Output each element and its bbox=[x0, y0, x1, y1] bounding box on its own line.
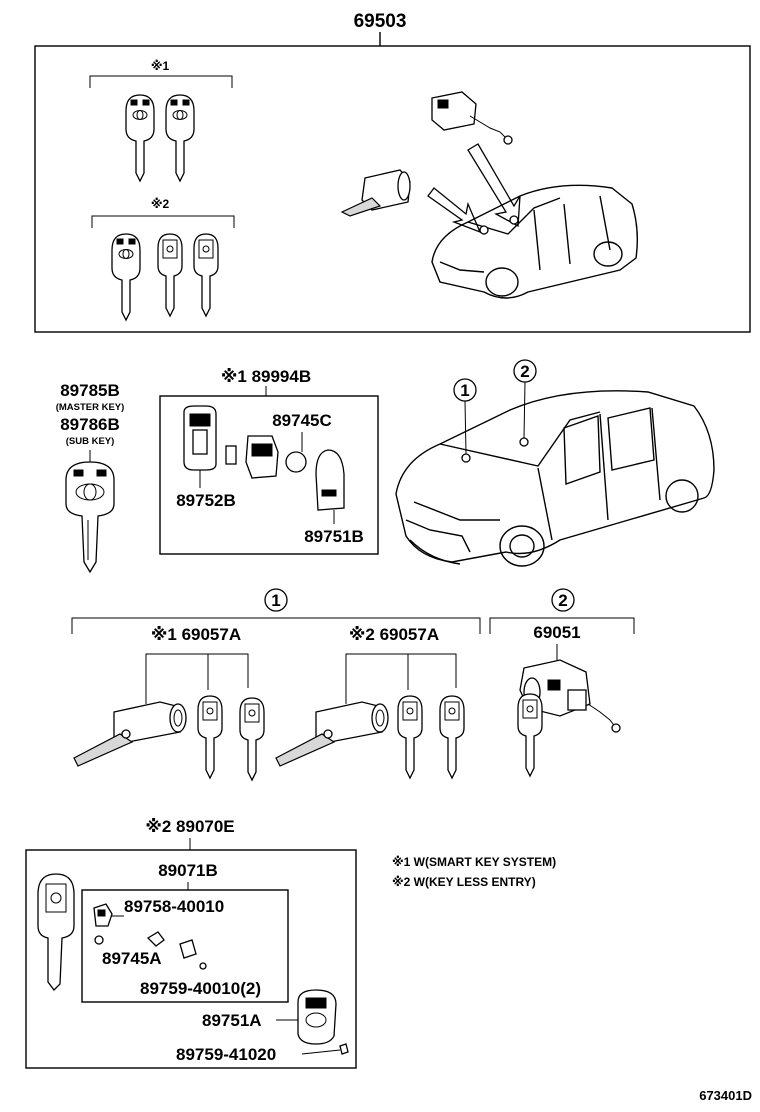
sub-key-pn: 89786B bbox=[60, 415, 120, 434]
battery-pn: 89745C bbox=[272, 411, 332, 430]
kit-ignition-switch bbox=[431, 91, 513, 145]
pn-89759-a: 89759-40010(2) bbox=[140, 979, 261, 998]
cylinder-1-leaders bbox=[145, 653, 249, 704]
diagram-code: 673401D bbox=[699, 1088, 752, 1103]
kit-main-label: 69503 bbox=[354, 11, 407, 32]
transmitter-sub-box bbox=[81, 889, 289, 1003]
sub-key-desc: (SUB KEY) bbox=[66, 436, 115, 447]
callout-1-point bbox=[461, 453, 471, 463]
kit-bracket-2 bbox=[91, 215, 235, 228]
callout-2-label: 2 bbox=[520, 362, 529, 381]
group-2-label: 2 bbox=[558, 591, 567, 610]
callout-1-label: 1 bbox=[460, 381, 469, 400]
transmitter-small-parts bbox=[93, 903, 207, 970]
ignition-pn: 69051 bbox=[533, 623, 580, 642]
pn-89759-b-leader bbox=[301, 1049, 341, 1055]
smart-key-parts bbox=[183, 405, 345, 511]
transmitter-case-drawing bbox=[297, 989, 349, 1055]
footnote-2: ※2 W(KEY LESS ENTRY) bbox=[392, 875, 536, 889]
footnote-1: ※1 W(SMART KEY SYSTEM) bbox=[392, 855, 556, 869]
cylinder-2-key-b bbox=[439, 695, 465, 779]
master-key-drawing bbox=[65, 461, 115, 574]
transmitter-box bbox=[25, 849, 357, 1069]
kit-key-2a bbox=[111, 233, 141, 321]
vehicle-drawing bbox=[395, 390, 715, 567]
master-key-desc: (MASTER KEY) bbox=[56, 402, 125, 413]
cylinder-1-drawing bbox=[73, 701, 187, 767]
transmitter-pn: ※2 89070E bbox=[145, 817, 234, 836]
group-2-circle bbox=[551, 588, 575, 612]
kit-key-1b bbox=[165, 94, 195, 182]
kit-key-1a bbox=[125, 94, 155, 182]
callout-1-leader bbox=[464, 400, 467, 455]
case-pn: 89751B bbox=[304, 527, 364, 546]
cylinder-2-pn: ※2 69057A bbox=[349, 625, 439, 644]
pn-89745a: 89745A bbox=[102, 949, 162, 968]
kit-key-2c bbox=[193, 233, 219, 317]
cylinder-2-leaders bbox=[345, 653, 457, 704]
cylinder-2-key-a bbox=[397, 695, 423, 779]
cylinder-1-key-b bbox=[239, 697, 265, 781]
smart-key-pn: ※1 89994B bbox=[221, 367, 311, 386]
cover-pn: 89752B bbox=[176, 491, 236, 510]
callout-2-leader bbox=[523, 381, 526, 439]
callout-2-point bbox=[519, 437, 529, 447]
kit-box bbox=[34, 45, 751, 333]
kit-note-2: ※2 bbox=[151, 197, 170, 211]
master-key-pn: 89785B bbox=[60, 381, 120, 400]
cylinder-1-key-a bbox=[197, 695, 223, 779]
smart-key-box bbox=[159, 395, 379, 555]
kit-arrows bbox=[427, 143, 521, 234]
kit-note-1: ※1 bbox=[151, 59, 170, 73]
group-1-bracket bbox=[71, 617, 481, 634]
transmitter-sub-pn: 89071B bbox=[158, 861, 218, 880]
cylinder-2-drawing bbox=[275, 701, 389, 767]
kit-door-cylinder bbox=[340, 169, 411, 217]
group-1-label: 1 bbox=[271, 591, 280, 610]
cylinder-1-pn: ※1 69057A bbox=[151, 625, 241, 644]
pn-89751a: 89751A bbox=[202, 1011, 262, 1030]
pn-89759-b: 89759-41020 bbox=[176, 1045, 276, 1064]
kit-bracket-1 bbox=[89, 75, 233, 88]
group-2-bracket bbox=[489, 617, 635, 634]
transmitter-key-drawing bbox=[37, 873, 75, 991]
group-1-circle bbox=[264, 588, 288, 612]
ignition-key bbox=[517, 693, 543, 777]
pn-89758: 89758-40010 bbox=[124, 897, 224, 916]
kit-car bbox=[431, 184, 639, 299]
kit-key-2b bbox=[157, 233, 183, 317]
